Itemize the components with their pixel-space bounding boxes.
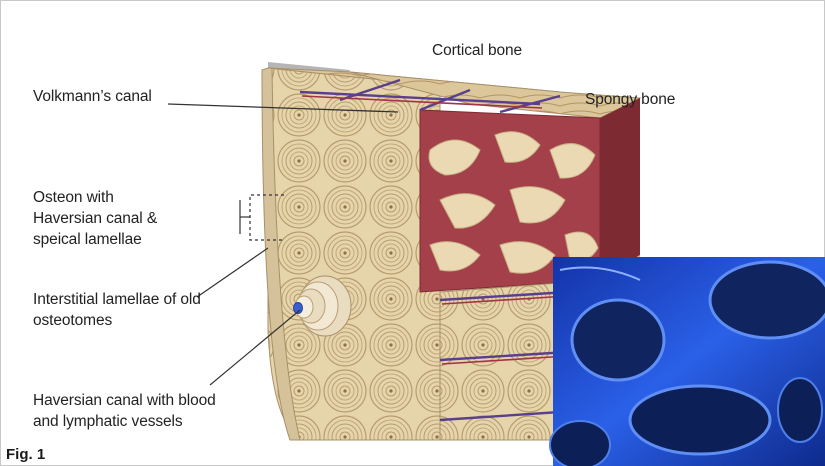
interstitial-pointer (197, 248, 268, 297)
cortical-bone-label: Cortical bone (432, 41, 522, 61)
spongy-bone-side (600, 98, 640, 280)
interstitial-label-line1: Interstitial lamellae of old (33, 290, 201, 310)
interstitial-label-line2: osteotomes (33, 311, 112, 331)
haversian-label-line2: and lymphatic vessels (33, 412, 183, 432)
cortical-front-face (268, 68, 440, 440)
haversian-label-line1: Haversian canal with blood (33, 391, 216, 411)
osteon-label-line3: speical lamellae (33, 230, 142, 250)
spongy-bone-label: Spongy bone (585, 90, 675, 110)
osteon-label-line2: Haversian canal & (33, 209, 157, 229)
figure-caption: Fig. 1 (6, 446, 45, 463)
volkmann-canal-label: Volkmann’s canal (33, 87, 152, 107)
micrograph-inset (550, 257, 825, 466)
osteon-label-line1: Osteon with (33, 188, 114, 208)
